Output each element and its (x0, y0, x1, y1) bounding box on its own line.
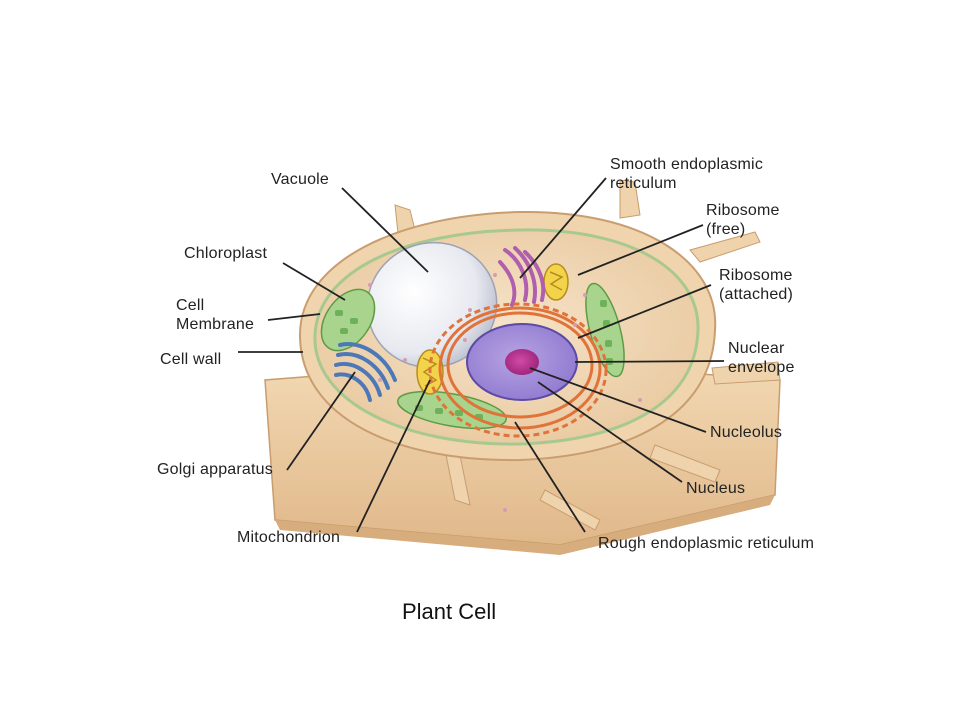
diagram-title: Plant Cell (402, 599, 497, 624)
label-nucleolus: Nucleolus (710, 424, 783, 441)
leader-lines (238, 177, 725, 533)
label-chloroplast: Chloroplast (184, 245, 268, 262)
nucleolus-shape (505, 349, 539, 375)
ribosome-dots (368, 273, 642, 512)
label-mitochondrion: Mitochondrion (237, 529, 341, 546)
label-smooth-er: Smooth endoplasmic reticulum (610, 156, 764, 192)
label-nucleus: Nucleus (686, 480, 746, 497)
label-cell-membrane: Cell Membrane (176, 297, 255, 333)
smooth-er-shape (498, 246, 546, 307)
label-vacuole: Vacuole (271, 171, 330, 188)
label-golgi-apparatus: Golgi apparatus (157, 461, 273, 478)
rough-er-shape (428, 302, 608, 438)
label-ribosome-attached: Ribosome (attached) (719, 267, 794, 303)
label-cell-wall: Cell wall (160, 351, 222, 368)
label-rough-er: Rough endoplasmic reticulum (598, 535, 815, 552)
chloroplast-shapes (320, 282, 625, 430)
label-nuclear-envelope: Nuclear envelope (728, 340, 795, 376)
label-ribosome-free: Ribosome (free) (706, 202, 780, 238)
golgi-shape (334, 342, 397, 402)
vacuole-shape (366, 241, 498, 369)
